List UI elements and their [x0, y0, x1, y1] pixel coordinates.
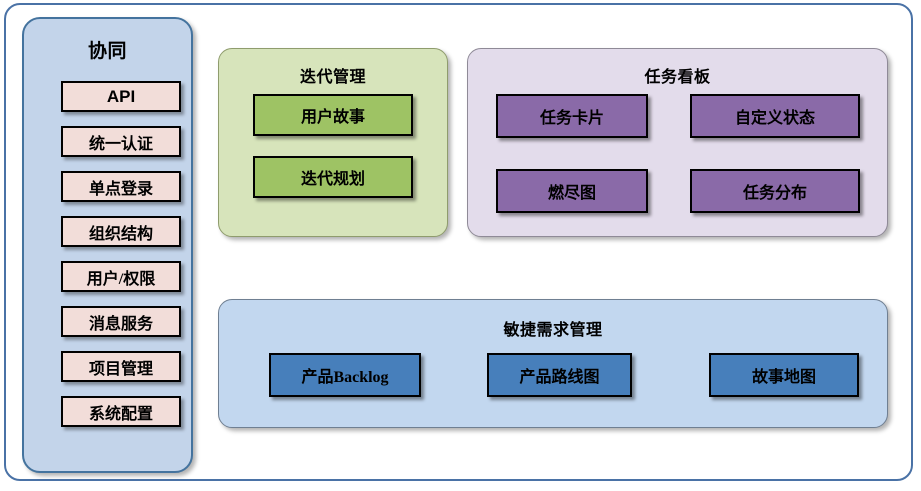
taskboard-panel-title: 任务看板	[644, 69, 711, 86]
iteration-panel-title: 迭代管理	[299, 69, 366, 86]
iteration-management-panel[interactable]: 迭代管理 用户故事 迭代规划	[218, 48, 448, 237]
sidebar-item-org-structure[interactable]: 组织结构	[61, 216, 181, 247]
agile-item-story-map[interactable]: 故事地图	[709, 353, 859, 397]
sidebar-panel-collaboration[interactable]: 协同 API 统一认证 单点登录 组织结构 用户/权限 消息服务 项目管理 系统…	[22, 17, 193, 473]
sidebar-item-label: 单点登录	[88, 180, 153, 198]
sidebar-item-label: 用户/权限	[86, 270, 156, 288]
taskboard-item-custom-status[interactable]: 自定义状态	[690, 94, 860, 138]
sidebar-item-label: 项目管理	[88, 360, 153, 378]
agile-panel-title: 敏捷需求管理	[503, 322, 603, 339]
taskboard-item-task-distribution[interactable]: 任务分布	[690, 169, 860, 213]
iteration-item-label: 迭代规划	[300, 171, 365, 188]
sidebar-item-project-management[interactable]: 项目管理	[61, 351, 181, 382]
sidebar-item-message-service[interactable]: 消息服务	[61, 306, 181, 337]
iteration-item-label: 用户故事	[300, 109, 365, 126]
taskboard-item-label: 任务卡片	[539, 110, 604, 127]
taskboard-item-label: 自定义状态	[734, 110, 815, 127]
sidebar-item-label: 统一认证	[88, 135, 153, 153]
task-board-panel[interactable]: 任务看板 任务卡片 自定义状态 燃尽图 任务分布	[467, 48, 888, 237]
sidebar-item-api[interactable]: API	[61, 81, 181, 112]
sidebar-item-label: 消息服务	[88, 315, 153, 333]
taskboard-item-label: 任务分布	[742, 185, 807, 202]
sidebar-item-label: 组织结构	[88, 225, 153, 243]
sidebar-item-unified-auth[interactable]: 统一认证	[61, 126, 181, 157]
sidebar-item-system-config[interactable]: 系统配置	[61, 396, 181, 427]
sidebar-title: 协同	[87, 41, 127, 62]
taskboard-item-label: 燃尽图	[547, 185, 596, 202]
taskboard-item-burndown-chart[interactable]: 燃尽图	[496, 169, 648, 213]
sidebar-item-single-sign-on[interactable]: 单点登录	[61, 171, 181, 202]
taskboard-item-task-card[interactable]: 任务卡片	[496, 94, 648, 138]
sidebar-item-label: API	[106, 86, 136, 106]
sidebar-item-label: 系统配置	[88, 405, 153, 423]
agile-item-label: 故事地图	[751, 369, 816, 386]
agile-item-label: 产品路线图	[519, 369, 600, 386]
agile-requirement-panel[interactable]: 敏捷需求管理 产品Backlog 产品路线图 故事地图	[218, 299, 888, 428]
agile-item-product-roadmap[interactable]: 产品路线图	[487, 353, 632, 397]
agile-item-label: 产品Backlog	[301, 369, 389, 386]
agile-item-product-backlog[interactable]: 产品Backlog	[269, 353, 421, 397]
iteration-item-iteration-planning[interactable]: 迭代规划	[253, 156, 413, 198]
iteration-item-user-story[interactable]: 用户故事	[253, 94, 413, 136]
sidebar-item-user-permission[interactable]: 用户/权限	[61, 261, 181, 292]
outer-frame	[4, 3, 913, 481]
